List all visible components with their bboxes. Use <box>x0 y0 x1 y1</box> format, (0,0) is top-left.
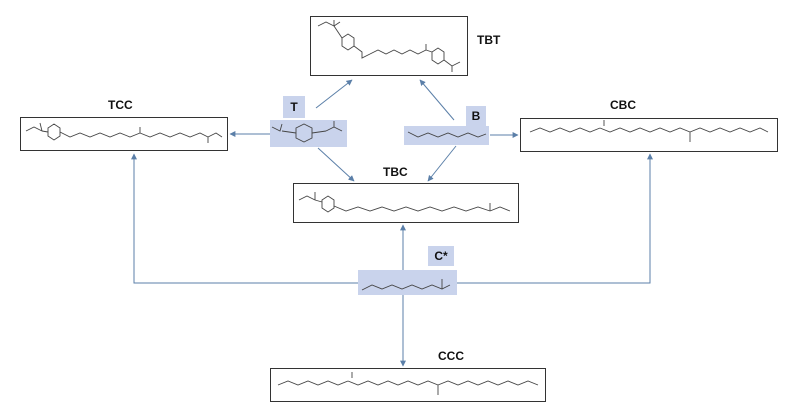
monomer-t-structure <box>271 121 343 143</box>
arrow-t-to-tbc <box>317 147 355 182</box>
tbc-box <box>293 183 519 223</box>
arrow-t-to-tbt <box>315 79 353 109</box>
tcc-box <box>20 117 228 151</box>
monomer-c-structure <box>361 279 451 291</box>
arrow-c-to-tcc <box>131 153 358 284</box>
tbt-label: TBT <box>477 33 501 47</box>
ccc-structure <box>277 372 539 395</box>
tcc-structure <box>25 122 223 143</box>
monomer-b-label-bg: B <box>466 106 486 126</box>
monomer-t-label-bg: T <box>283 96 305 118</box>
monomer-b-structure <box>407 131 487 138</box>
ccc-box <box>270 368 546 402</box>
tbt-box <box>310 16 468 76</box>
monomer-c-label: C* <box>434 249 448 263</box>
tcc-label: TCC <box>108 98 133 112</box>
cbc-structure <box>529 120 769 142</box>
arrow-b-to-tbt <box>419 79 455 121</box>
tbc-label: TBC <box>383 165 408 179</box>
cbc-label: CBC <box>610 98 636 112</box>
monomer-t-label: T <box>290 100 298 114</box>
ccc-label: CCC <box>438 349 464 363</box>
tbc-structure <box>298 192 511 213</box>
arrow-c-to-cbc <box>457 153 653 284</box>
monomer-b-label: B <box>471 109 481 123</box>
cbc-box <box>520 118 778 152</box>
monomer-c-highlight <box>358 270 457 295</box>
arrow-b-to-tbc <box>427 145 457 182</box>
tbt-structure <box>317 20 461 72</box>
monomer-c-label-bg: C* <box>428 246 454 266</box>
monomer-b-highlight <box>404 126 489 145</box>
